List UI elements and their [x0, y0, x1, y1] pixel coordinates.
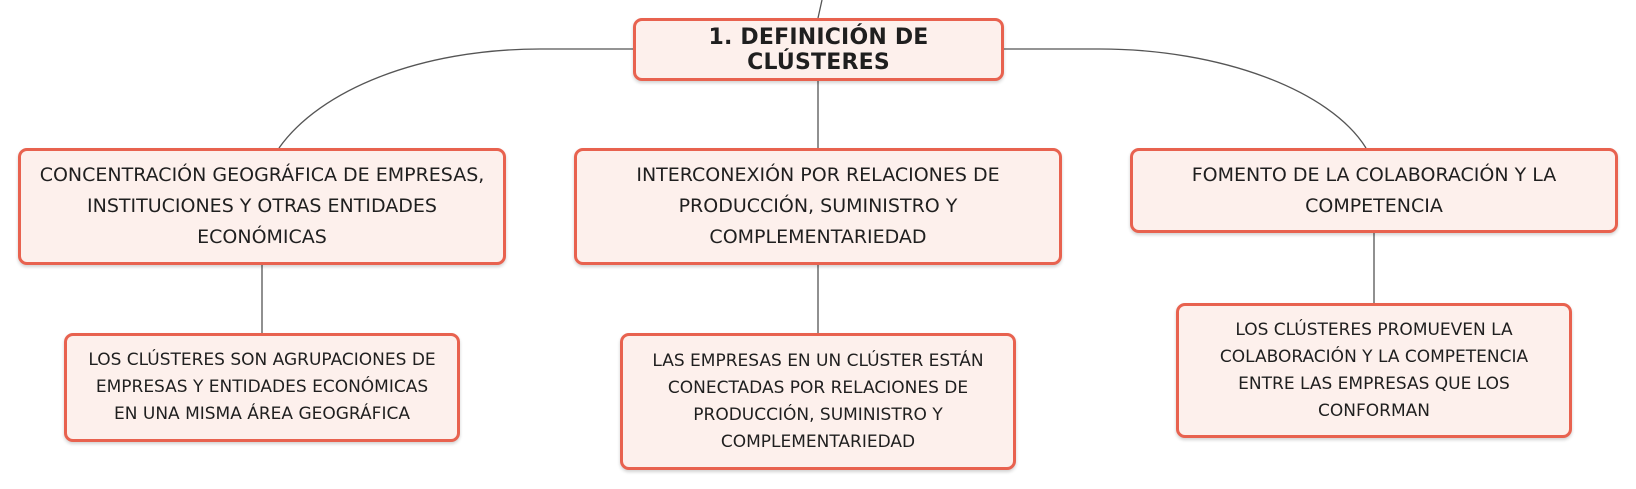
- branch-label: INTERCONEXIÓN POR RELACIONES DE PRODUCCI…: [636, 164, 1000, 248]
- connector-root-to-branch-3: [1004, 48, 1367, 149]
- connector-parent-to-root: [817, 0, 823, 19]
- branch-node-interconnection[interactable]: INTERCONEXIÓN POR RELACIONES DE PRODUCCI…: [574, 148, 1062, 265]
- connector-root-to-branch-1: [278, 48, 633, 149]
- root-topic-node[interactable]: 1. DEFINICIÓN DE CLÚSTERES: [633, 18, 1004, 81]
- branch-label: FOMENTO DE LA COLABORACIÓN Y LA COMPETEN…: [1191, 163, 1557, 217]
- branch-label: CONCENTRACIÓN GEOGRÁFICA DE EMPRESAS, IN…: [39, 164, 485, 248]
- child-node-geographic-concentration[interactable]: LOS CLÚSTERES SON AGRUPACIONES DE EMPRES…: [64, 333, 460, 442]
- child-node-collaboration-competition[interactable]: LOS CLÚSTERES PROMUEVEN LA COLABORACIÓN …: [1176, 303, 1572, 438]
- child-label: LAS EMPRESAS EN UN CLÚSTER ESTÁN CONECTA…: [652, 350, 984, 452]
- child-label: LOS CLÚSTERES PROMUEVEN LA COLABORACIÓN …: [1219, 319, 1529, 421]
- root-topic-label: 1. DEFINICIÓN DE CLÚSTERES: [708, 24, 929, 75]
- branch-node-geographic-concentration[interactable]: CONCENTRACIÓN GEOGRÁFICA DE EMPRESAS, IN…: [18, 148, 506, 265]
- child-node-interconnection[interactable]: LAS EMPRESAS EN UN CLÚSTER ESTÁN CONECTA…: [620, 333, 1016, 470]
- branch-node-collaboration-competition[interactable]: FOMENTO DE LA COLABORACIÓN Y LA COMPETEN…: [1130, 148, 1618, 233]
- child-label: LOS CLÚSTERES SON AGRUPACIONES DE EMPRES…: [88, 350, 436, 424]
